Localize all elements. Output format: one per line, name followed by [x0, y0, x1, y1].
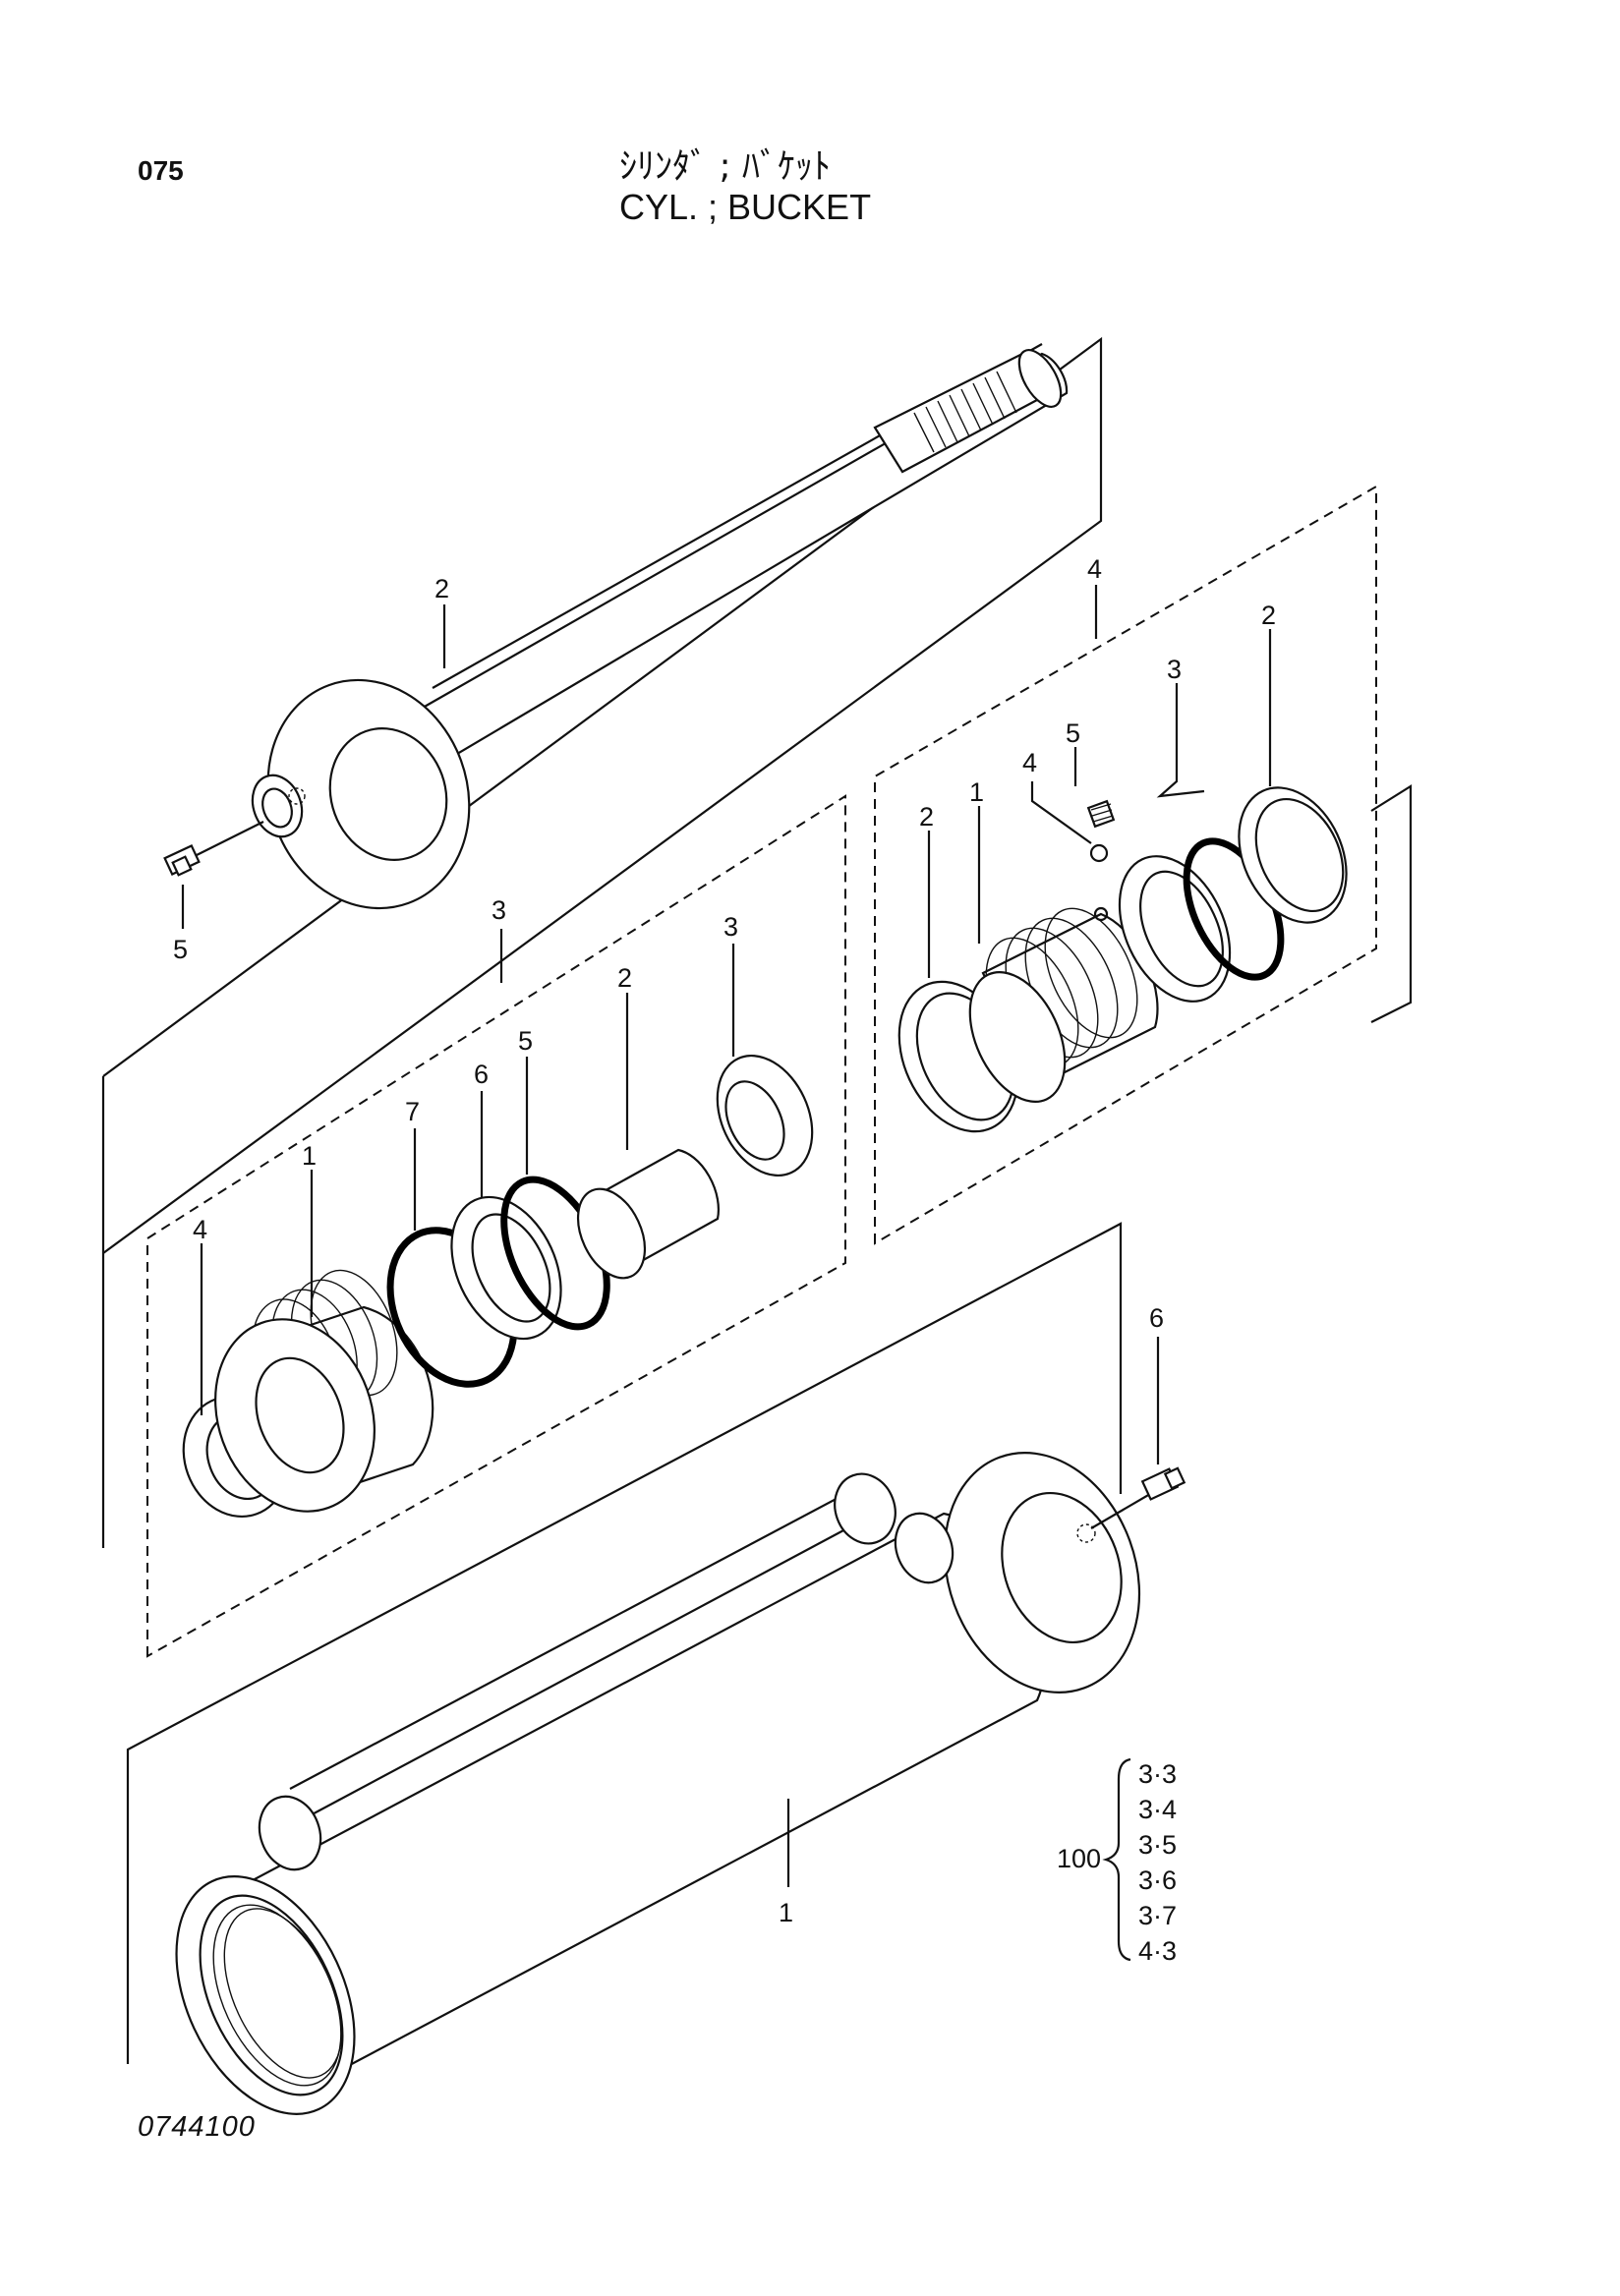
piston-set-screw: [1086, 799, 1116, 829]
callout-piston-wear-ring-right: 2: [1261, 601, 1276, 630]
piston-rod-drawing: [102, 336, 1103, 1254]
callout-gland-backup-ring: 6: [474, 1060, 489, 1089]
callout-piston-group: 4: [1087, 554, 1102, 584]
callout-piston-wear-ring-left: 2: [919, 802, 934, 832]
piston-wear-ring-right: [1238, 786, 1348, 924]
callout-piston-body: 1: [969, 777, 984, 807]
page-number: 075: [138, 155, 184, 186]
callout-piston-steel-ball: 4: [1022, 748, 1037, 777]
cylinder-tube-drawing: [126, 1222, 1141, 2115]
title-japanese: ｼﾘﾝﾀﾞ ; ﾊﾞｹｯﾄ: [619, 146, 832, 187]
callout-gland-o-ring: 7: [405, 1097, 420, 1126]
applicability-prefix: 100: [1057, 1844, 1101, 1873]
rod-thread-section: [873, 349, 1063, 474]
callout-gland-bushing: 2: [617, 963, 632, 993]
applicability-item: 3·5: [1138, 1830, 1177, 1860]
callout-gland-wiper: 4: [193, 1215, 207, 1244]
callout-gland-dust-seal: 3: [723, 912, 738, 942]
applicability-item: 3·7: [1138, 1901, 1177, 1930]
piston-steel-ball: [1089, 843, 1109, 863]
callout-gland-group: 3: [492, 895, 506, 925]
applicability-item: 3·3: [1138, 1759, 1177, 1789]
callout-piston-set-screw: 5: [1066, 718, 1080, 748]
gland-dust-seal: [716, 1054, 814, 1177]
callout-piston-seal: 3: [1167, 655, 1182, 684]
tube-grease-fitting: [1090, 1466, 1186, 1529]
applicability-item: 4·3: [1138, 1936, 1177, 1966]
drawing-number: 0744100: [138, 2111, 256, 2143]
applicability-item: 3·6: [1138, 1866, 1177, 1895]
rod-grease-fitting: [163, 821, 264, 877]
gland-body: [214, 1269, 434, 1513]
title-english: CYL. ; BUCKET: [619, 187, 872, 227]
callout-gland-body: 1: [302, 1141, 317, 1171]
piston-body: [968, 906, 1159, 1103]
callout-tube: 1: [779, 1898, 793, 1927]
rod-eye: [251, 678, 471, 910]
callout-rod: 2: [434, 574, 449, 603]
gland-bushing: [576, 1148, 721, 1280]
callout-rod-grease-fitting: 5: [173, 935, 188, 964]
callout-tube-grease-fitting: 6: [1149, 1303, 1164, 1333]
callout-gland-seal-ring: 5: [518, 1026, 533, 1056]
gland-group-boundary: [146, 794, 846, 1658]
applicability-item: 3·4: [1138, 1795, 1177, 1824]
applicability-list: 100 3·3 3·4 3·5 3·6 3·7 4·3: [1057, 1757, 1177, 1966]
